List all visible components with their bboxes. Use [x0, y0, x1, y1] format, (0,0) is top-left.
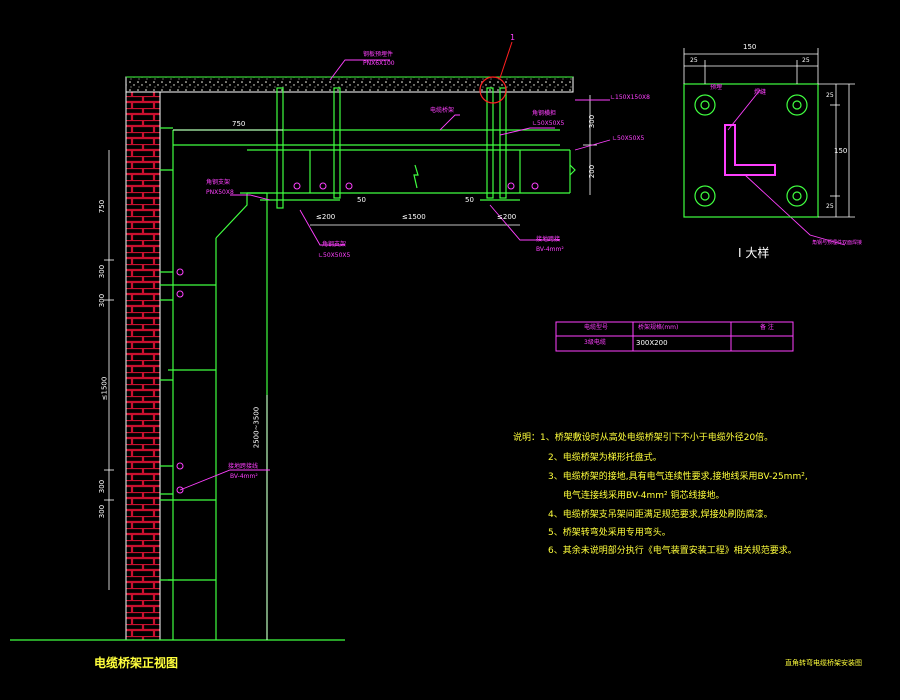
dim-50-a: 50	[357, 196, 366, 204]
dim-left-300-d: 300	[98, 504, 107, 519]
table-cell-0-1: 300X200	[636, 339, 668, 347]
dim-left-1500: ≤1500	[100, 376, 109, 401]
label-steel-plate-top: 钢板预埋件	[363, 51, 394, 58]
fasteners	[176, 182, 539, 494]
table-header-1: 桥架规格(mm)	[638, 324, 679, 331]
detail-dimension-lines	[683, 48, 855, 218]
table-header-2: 备 注	[760, 324, 774, 331]
dim-200-b: ≤200	[497, 213, 517, 221]
dim-detail-25-a: 25	[690, 57, 698, 64]
label-bracket-left-spec: PNX50X8	[206, 189, 234, 196]
brick-wall	[125, 91, 161, 641]
label-support-bottom-spec: ∟50X50X5	[318, 252, 351, 259]
dim-300-top: 300	[588, 114, 597, 129]
dim-200-a: ≤200	[316, 213, 336, 221]
dim-left-750: 750	[98, 199, 107, 214]
note-5: 5、桥架转弯处采用专用弯头。	[548, 528, 671, 538]
annotation-leaders	[179, 59, 846, 491]
dim-left-300-a: 300	[98, 264, 107, 279]
dim-200-top: 200	[588, 164, 597, 179]
dim-detail-25-d: 25	[826, 203, 834, 210]
note-4: 4、电缆桥架支吊架间距满足规范要求,焊接处刷防腐漆。	[548, 510, 773, 520]
detail-marker-label: 1	[510, 33, 516, 42]
label-ground-top: 接地跨接	[536, 236, 561, 243]
label-ground-bottom-spec: BV-4mm²	[230, 473, 258, 480]
dim-50-b: 50	[465, 196, 474, 204]
table-cell-0-0: 3级电缆	[584, 339, 606, 346]
label-ground-top-spec: BV-4mm²	[536, 246, 564, 253]
dim-left-300-c: 300	[98, 479, 107, 494]
label-steel-plate-spec: PNX6X100	[363, 60, 395, 67]
table-header-0: 电缆型号	[584, 324, 609, 331]
note-3: 3、电缆桥架的接地,具有电气连续性要求,接地线采用BV-25mm²,	[548, 472, 808, 482]
label-detail-weld: 焊缝	[754, 89, 767, 96]
label-detail-right: 角钢与预埋件双面焊接	[812, 240, 863, 246]
vertical-tray	[160, 127, 560, 640]
dim-left-300-b: 300	[98, 293, 107, 308]
detail-plate	[683, 83, 819, 218]
horizontal-tray	[247, 87, 576, 209]
label-detail-top: 预埋	[710, 84, 723, 91]
label-angle-2: ∟150X150X8	[610, 94, 650, 101]
sheet-title: 直角转弯电缆桥架安装图	[785, 659, 862, 667]
label-angle-3: ∟50X50X5	[612, 135, 645, 142]
note-6: 6、其余未说明部分执行《电气装置安装工程》相关规范要求。	[548, 546, 797, 556]
dim-750: 750	[232, 120, 246, 128]
note-2: 2、电缆桥架为梯形托盘式。	[548, 453, 662, 463]
detail-marker-circle	[479, 76, 507, 104]
detail-title: Ⅰ 大样	[738, 246, 770, 260]
label-angle-1-spec: ∟50X50X5	[532, 120, 565, 127]
label-bracket-left: 角钢支架	[206, 179, 231, 186]
dim-tall: 2500~3500	[252, 406, 261, 449]
label-support-bottom: 角钢支架	[322, 241, 347, 248]
label-angle-1: 角钢横担	[532, 110, 557, 117]
note-1: 说明：1、桥架敷设时从高处电缆桥架引下不小于电缆外径20倍。	[513, 433, 774, 443]
spec-table	[555, 321, 794, 352]
dim-detail-25-b: 25	[802, 57, 810, 64]
note-3b: 电气连接线采用BV-4mm² 铜芯线接地。	[563, 491, 725, 501]
dim-detail-25-c: 25	[826, 92, 834, 99]
dim-detail-150-top: 150	[743, 43, 757, 51]
front-view-title: 电缆桥架正视图	[94, 656, 179, 670]
label-ground-bottom: 接地跨接线	[228, 463, 259, 470]
dimension-lines	[104, 95, 597, 640]
dim-detail-150-right: 150	[834, 147, 848, 155]
dim-1500: ≤1500	[402, 213, 426, 221]
label-cable-tray: 电缆桥架	[430, 107, 455, 114]
